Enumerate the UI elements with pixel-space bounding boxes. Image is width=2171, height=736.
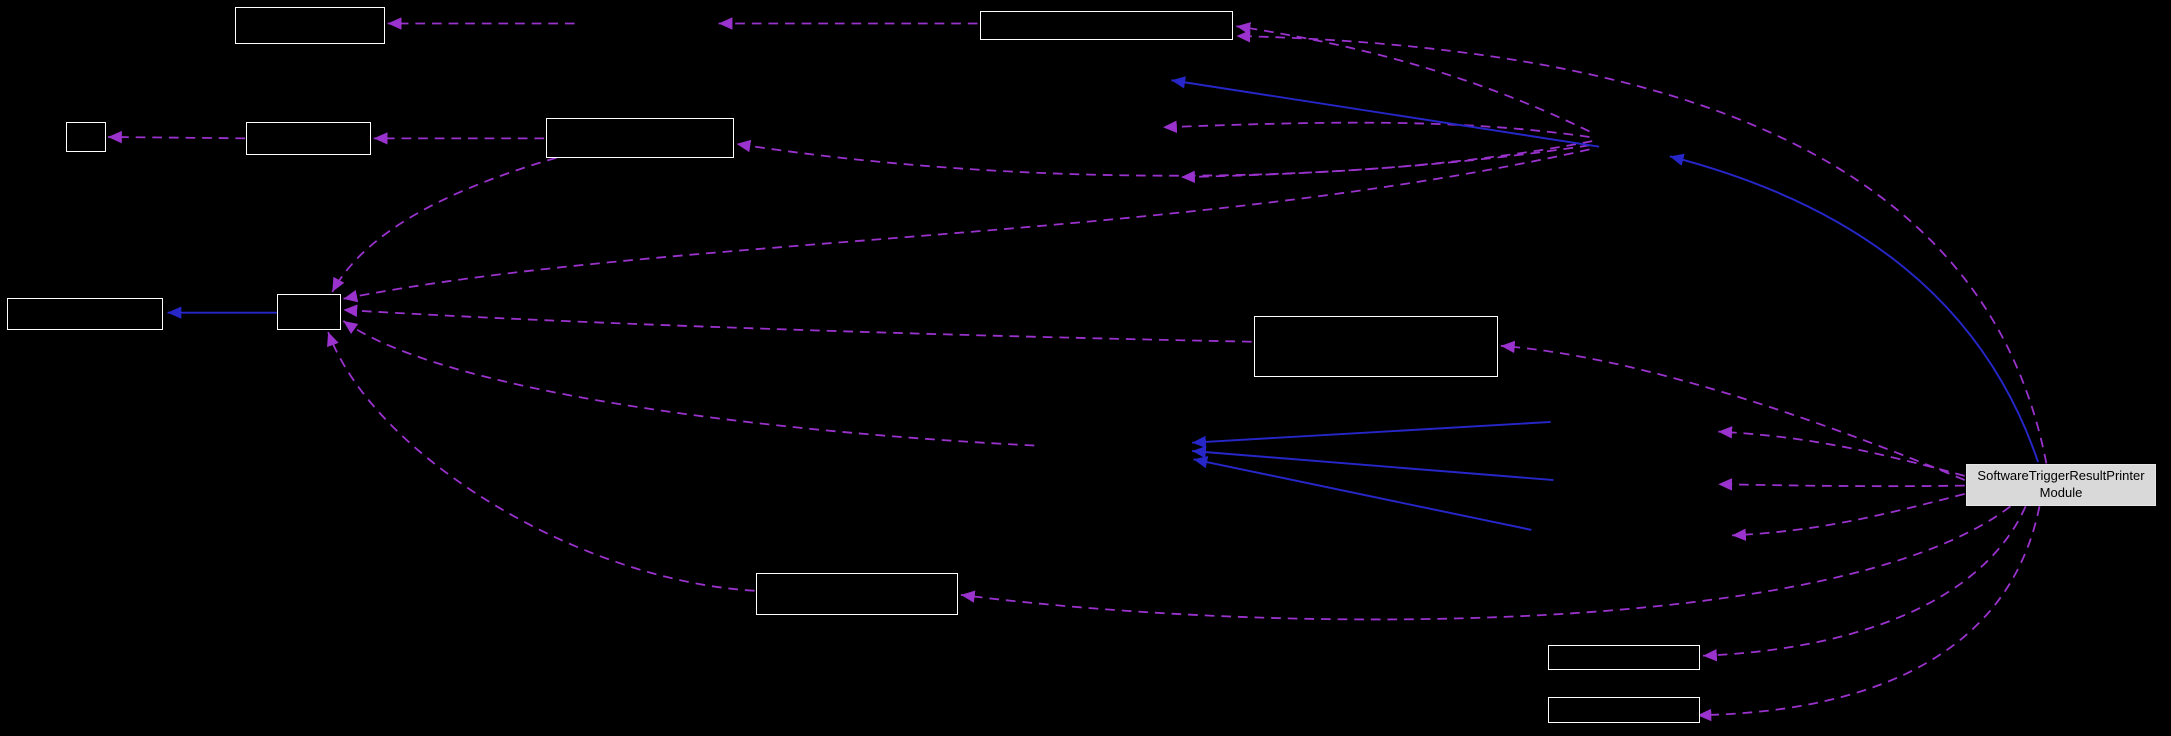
solid-edge-3 [1171, 76, 1600, 148]
dashed-edge-5 [1163, 120, 1590, 138]
class-node-8[interactable] [1254, 316, 1498, 377]
dashed-edge-12 [343, 304, 1252, 343]
class-node-3[interactable] [66, 122, 106, 152]
dashed-edge-14 [327, 331, 755, 592]
dashed-edge-7 [736, 139, 1593, 177]
solid-edge-6 [1193, 456, 1532, 531]
dashed-edge-6 [1181, 144, 1590, 184]
class-node-6[interactable] [7, 298, 163, 330]
class-node-11[interactable] [1548, 697, 1700, 723]
class-node-10[interactable] [1548, 645, 1700, 670]
dashed-edge-19 [960, 505, 2011, 621]
dashed-edge-9 [107, 130, 246, 144]
class-node-7[interactable] [277, 294, 341, 330]
class-node-1[interactable] [235, 7, 385, 44]
dashed-edge-10 [331, 156, 557, 293]
dashed-edge-17 [1718, 478, 1965, 491]
class-node-5[interactable] [546, 118, 734, 158]
solid-edge-4 [1192, 420, 1551, 449]
module-label-line-1: SoftwareTriggerResultPrinter [1977, 468, 2145, 484]
dashed-edge-11 [343, 148, 1590, 303]
dashed-edge-16 [1718, 426, 1965, 477]
dashed-edge-3 [1236, 22, 1590, 133]
dashed-edge-4 [1236, 30, 2048, 464]
dashed-edge-18 [1732, 493, 1965, 541]
dashed-edge-15 [1500, 340, 1966, 481]
solid-edge-2 [1669, 153, 2039, 463]
dashed-edge-21 [1697, 506, 2041, 722]
class-node-4[interactable] [246, 122, 371, 155]
class-node-2[interactable] [980, 11, 1233, 40]
highlighted-node-softwaretriggerresultprinter-module[interactable]: SoftwareTriggerResultPrinter Module [1966, 464, 2156, 506]
dashed-edge-13 [342, 320, 1035, 447]
module-label-line-2: Module [2039, 485, 2083, 500]
class-node-9[interactable] [756, 573, 958, 615]
solid-edge-5 [1192, 445, 1554, 482]
dashed-edge-20 [1702, 505, 2027, 662]
